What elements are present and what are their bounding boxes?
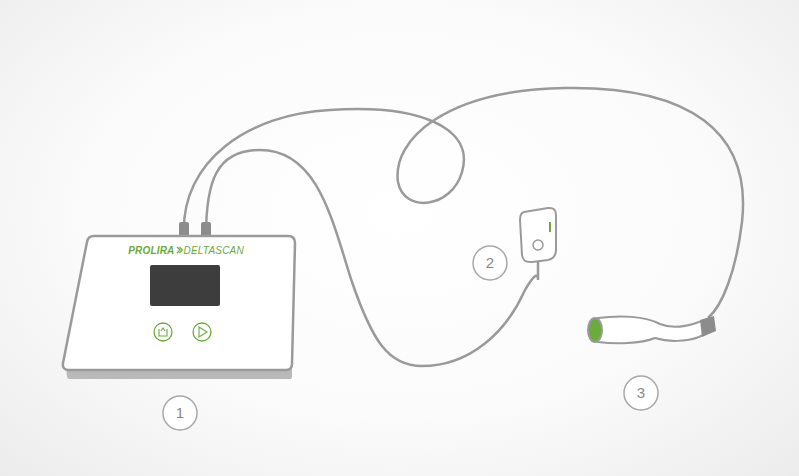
callout-number: 3 — [624, 376, 658, 410]
device-housing — [60, 232, 300, 380]
callout-number: 2 — [473, 246, 507, 280]
product-name: DELTASCAN — [184, 245, 244, 256]
handheld-probe — [588, 316, 716, 343]
callout-circle — [473, 246, 507, 280]
clip-sensor — [520, 208, 556, 280]
logo-chevron — [176, 246, 183, 254]
device-unit: PROLIRA DELTASCAN — [60, 232, 300, 380]
callout-number: 1 — [163, 396, 197, 430]
brand-logo: PROLIRA DELTASCAN — [116, 242, 256, 258]
callout-circle — [624, 376, 658, 410]
callout-circle — [163, 396, 197, 430]
brand-name: PROLIRA — [128, 245, 174, 256]
